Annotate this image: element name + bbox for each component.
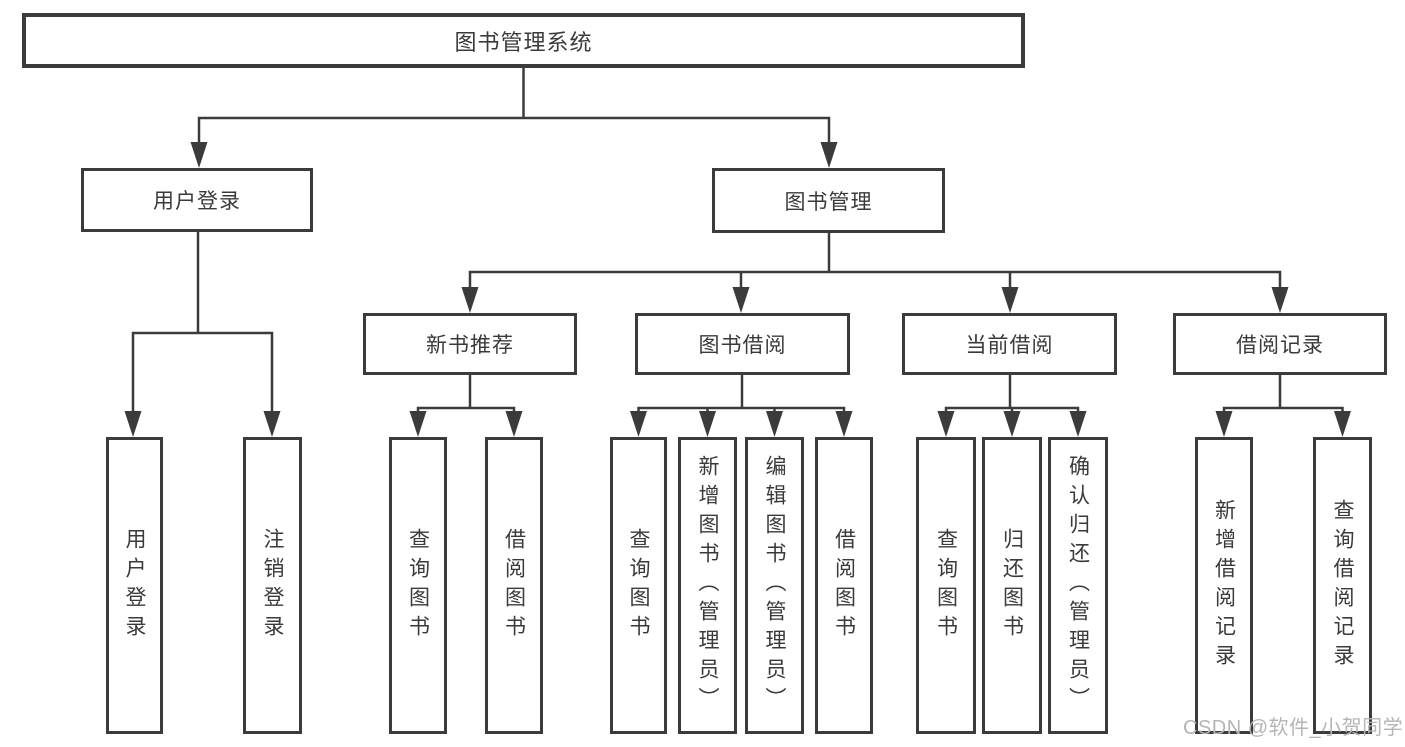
arrowheads bbox=[124, 142, 1351, 437]
node-label: 借阅记录 bbox=[1236, 334, 1324, 357]
node-borrow-record: 借阅记录 bbox=[1173, 313, 1387, 375]
node-new-book-recommend: 新书推荐 bbox=[363, 313, 577, 375]
node-book-borrow: 图书借阅 bbox=[635, 313, 850, 375]
leaf-query-borrow-record: 查询借阅记录 bbox=[1313, 437, 1372, 734]
leaf-label: 编辑图书（管理员） bbox=[763, 455, 786, 716]
leaf-borrow-book-recommend: 借阅图书 bbox=[485, 437, 543, 734]
leaf-label: 查询借阅记录 bbox=[1331, 498, 1354, 673]
node-current-borrow: 当前借阅 bbox=[902, 313, 1117, 375]
leaf-query-book-recommend: 查询图书 bbox=[389, 437, 447, 734]
leaf-confirm-return-admin: 确认归还（管理员） bbox=[1048, 437, 1108, 734]
leaf-add-book-admin: 新增图书（管理员） bbox=[678, 437, 737, 734]
leaf-query-book-current: 查询图书 bbox=[916, 437, 976, 734]
leaf-logout: 注销登录 bbox=[243, 437, 302, 734]
leaf-label: 借阅图书 bbox=[832, 527, 856, 644]
node-user-login: 用户登录 bbox=[81, 168, 313, 232]
node-label: 图书管理 bbox=[784, 190, 873, 214]
leaf-edit-book-admin: 编辑图书（管理员） bbox=[745, 437, 804, 734]
node-label: 图书管理系统 bbox=[454, 29, 593, 55]
leaf-borrow-book: 借阅图书 bbox=[815, 437, 873, 734]
node-label: 新书推荐 bbox=[426, 334, 514, 357]
node-label: 图书借阅 bbox=[698, 334, 787, 357]
leaf-label: 注销登录 bbox=[261, 527, 284, 644]
leaf-label: 查询图书 bbox=[627, 527, 650, 644]
node-label: 用户登录 bbox=[153, 190, 241, 213]
node-book-management: 图书管理 bbox=[712, 168, 945, 233]
leaf-label: 查询图书 bbox=[934, 527, 958, 644]
leaf-label: 借阅图书 bbox=[502, 527, 526, 644]
leaf-label: 新增图书（管理员） bbox=[696, 455, 719, 716]
node-label: 当前借阅 bbox=[965, 334, 1054, 357]
leaf-user-login: 用户登录 bbox=[106, 437, 163, 734]
leaf-return-book: 归还图书 bbox=[982, 437, 1042, 734]
leaf-query-book-borrow: 查询图书 bbox=[610, 437, 667, 734]
leaf-label: 确认归还（管理员） bbox=[1066, 455, 1090, 716]
leaf-label: 查询图书 bbox=[406, 527, 430, 644]
leaf-label: 新增借阅记录 bbox=[1212, 498, 1236, 673]
leaf-label: 归还图书 bbox=[1000, 527, 1024, 644]
leaf-label: 用户登录 bbox=[123, 527, 146, 644]
csdn-watermark: CSDN @软件_小贺同学 bbox=[1183, 717, 1404, 739]
node-library-management-system: 图书管理系统 bbox=[22, 13, 1025, 68]
leaf-add-borrow-record: 新增借阅记录 bbox=[1195, 437, 1253, 734]
